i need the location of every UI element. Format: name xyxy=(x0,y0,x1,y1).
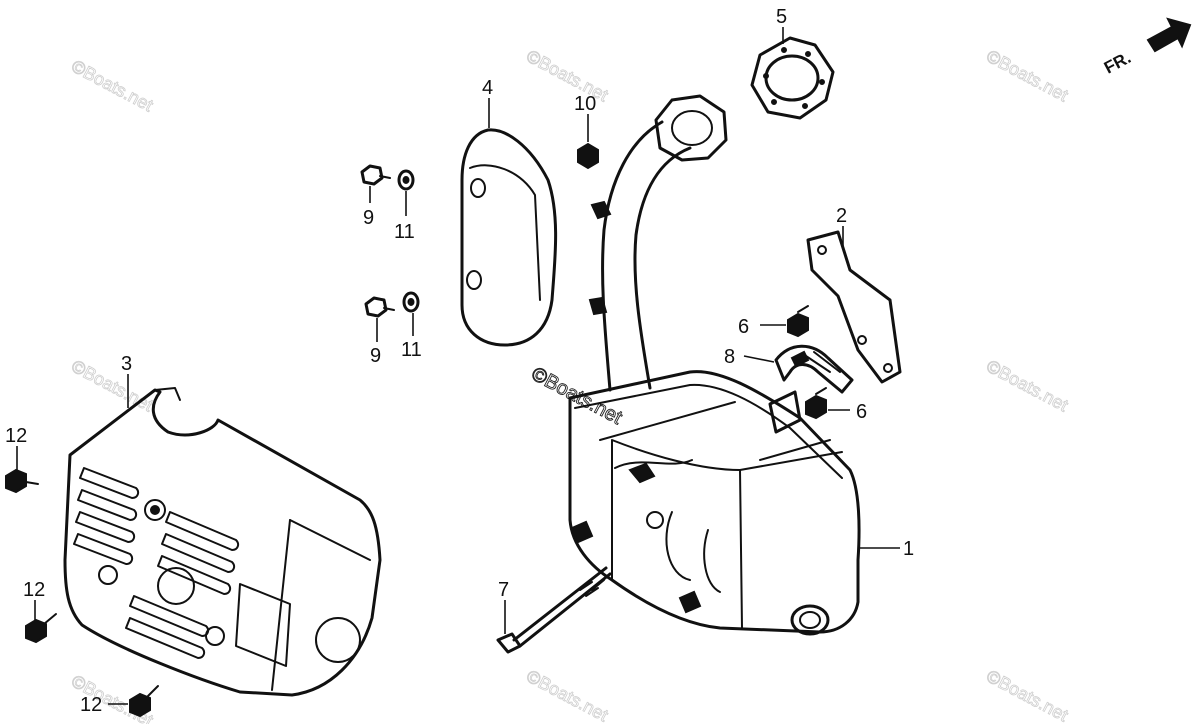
callout-1: 1 xyxy=(903,538,914,560)
part-8-clamp-band xyxy=(743,344,854,394)
part-10-nut xyxy=(577,114,599,170)
callout-11-lower: 11 xyxy=(401,339,422,361)
watermark-mid-left: ©Boats.net xyxy=(68,356,156,416)
part-6-bolt-upper xyxy=(760,305,809,338)
front-direction-label: FR. xyxy=(1101,48,1134,78)
part-12-bolt-upper xyxy=(5,446,39,494)
part-3-muffler-protector xyxy=(63,374,382,697)
callout-6-lower: 6 xyxy=(856,401,867,423)
part-2-bracket xyxy=(806,226,902,384)
part-12-bolt-lower xyxy=(108,685,159,718)
watermarks: ©Boats.net ©Boats.net ©Boats.net ©Boats.… xyxy=(68,45,1072,724)
callout-12-middle: 12 xyxy=(23,579,45,601)
part-4-heat-shield xyxy=(460,98,558,347)
part-11-washer-upper xyxy=(397,169,415,216)
callout-7: 7 xyxy=(498,579,509,601)
front-direction-marker: FR. xyxy=(1101,17,1192,78)
callout-5: 5 xyxy=(776,6,787,28)
part-9-bolt-upper xyxy=(360,164,391,203)
watermark-top-left: ©Boats.net xyxy=(68,56,156,116)
callout-12-lower: 12 xyxy=(80,694,102,716)
part-1-muffler xyxy=(568,94,900,636)
part-11-washer-lower xyxy=(402,291,420,336)
part-9-bolt-lower xyxy=(364,296,395,342)
front-direction-arrow-icon xyxy=(1146,17,1192,53)
callout-3: 3 xyxy=(121,353,132,375)
part-12-bolt-middle xyxy=(25,600,57,644)
callout-9-lower: 9 xyxy=(370,345,381,367)
watermark-mid-right: ©Boats.net xyxy=(983,356,1071,416)
callout-2: 2 xyxy=(836,205,847,227)
watermark-top-center: ©Boats.net xyxy=(523,46,611,106)
callout-8: 8 xyxy=(724,346,735,368)
callout-12-upper: 12 xyxy=(5,425,27,447)
part-5-gasket xyxy=(750,27,835,120)
callout-10: 10 xyxy=(574,93,596,115)
watermark-top-right: ©Boats.net xyxy=(983,46,1071,106)
part-6-bolt-lower xyxy=(805,387,850,420)
callout-6-upper: 6 xyxy=(738,316,749,338)
part-7-long-bolt xyxy=(496,566,612,654)
watermark-bottom-center: ©Boats.net xyxy=(523,666,611,724)
callout-4: 4 xyxy=(482,77,493,99)
callout-11-upper: 11 xyxy=(394,221,415,243)
callout-labels: 1 2 3 4 5 6 6 7 8 9 9 10 11 11 12 12 12 xyxy=(5,6,914,716)
callout-9-upper: 9 xyxy=(363,207,374,229)
watermark-bottom-right: ©Boats.net xyxy=(983,666,1071,724)
